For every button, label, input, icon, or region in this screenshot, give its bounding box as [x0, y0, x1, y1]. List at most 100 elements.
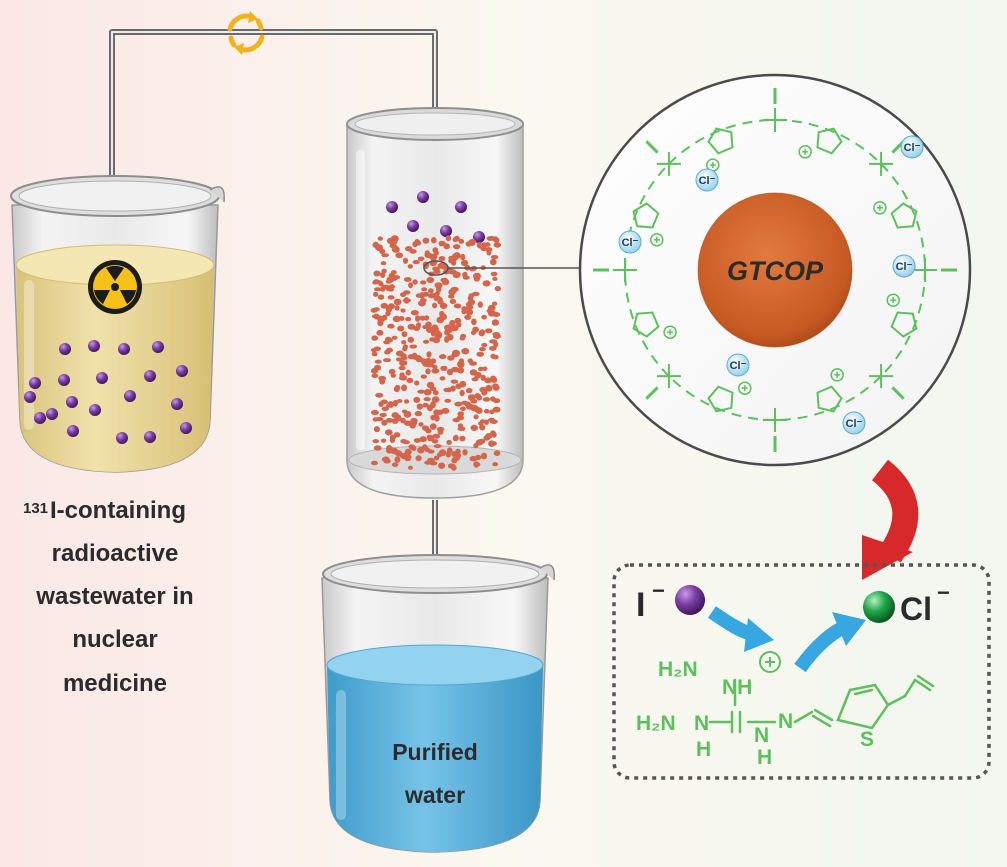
adsorbent-dot: [430, 401, 436, 409]
adsorbent-dot: [401, 340, 407, 345]
adsorbent-dot: [407, 336, 415, 343]
adsorbent-dot: [387, 401, 394, 408]
adsorbent-dot: [394, 456, 401, 463]
adsorbent-dot: [432, 390, 439, 396]
chloride-bubble: Cl⁻: [892, 254, 916, 278]
adsorbent-dot: [439, 354, 447, 360]
mol-h2n-top: H₂N: [658, 658, 698, 681]
iodide-dot: [144, 431, 156, 443]
adsorbent-dot: [447, 355, 455, 361]
adsorbent-dot: [390, 275, 399, 281]
adsorbent-dot: [491, 301, 498, 306]
adsorbent-dot: [410, 417, 418, 424]
adsorbent-dot: [415, 455, 422, 462]
adsorbent-dot: [413, 396, 421, 403]
iodide-ion: [675, 585, 705, 615]
iodide-charge: −: [652, 578, 665, 603]
adsorbent-dot: [461, 306, 468, 311]
adsorbent-dot: [430, 358, 437, 364]
positive-charge-icon: [759, 651, 781, 673]
iodide-dot: [180, 422, 192, 434]
recycle-icon: [227, 11, 265, 55]
source-label-line5: medicine: [63, 670, 167, 697]
thiophene-ring: [707, 385, 734, 413]
adsorbent-dot: [400, 417, 406, 424]
adsorbent-dot: [425, 368, 431, 375]
chloride-bubble-label: Cl⁻: [904, 142, 921, 154]
imine-linker: [774, 375, 882, 422]
adsorbent-dot: [371, 373, 379, 379]
thiophene-ring: [632, 311, 660, 338]
adsorbent-dot: [400, 308, 406, 313]
mol-n-mid: N: [754, 724, 769, 747]
chloride-bubble: Cl⁻: [726, 353, 750, 377]
bond: [891, 386, 905, 400]
adsorbent-dot: [492, 332, 501, 337]
adsorbent-dot: [452, 456, 460, 462]
adsorbent-dot: [407, 264, 413, 269]
adsorbent-dot: [434, 291, 440, 296]
chloride-bubble-label: Cl⁻: [896, 261, 913, 273]
adsorbent-dot: [483, 435, 491, 441]
chloride-bubble-label: Cl⁻: [846, 418, 863, 430]
adsorbent-dot: [427, 293, 436, 299]
adsorbent-dot: [401, 409, 408, 414]
adsorbent-dot: [478, 438, 486, 444]
adsorbent-dot: [373, 270, 381, 277]
iodide-dot: [473, 231, 485, 243]
adsorbent-dot: [462, 449, 468, 456]
iodide-dot: [440, 225, 452, 237]
mol-n-left: N: [694, 712, 709, 735]
adsorbent-dot: [471, 318, 477, 326]
adsorbent-dot: [371, 335, 379, 341]
adsorbent-dot: [489, 339, 498, 344]
adsorbent-dot: [392, 399, 399, 407]
adsorbent-dot: [438, 256, 446, 261]
gtcop-powder: [698, 193, 852, 347]
adsorbent-dot: [492, 354, 499, 360]
adsorbent-dot: [477, 366, 484, 372]
adsorbent-dot: [411, 344, 417, 349]
adsorbent-dot: [457, 411, 465, 417]
adsorbent-dot: [484, 328, 493, 334]
adsorbent-dot: [476, 395, 483, 401]
adsorbent-dot: [423, 397, 431, 402]
adsorbent-dot: [417, 389, 425, 394]
imine-linker: [880, 163, 927, 271]
adsorbent-dot: [472, 326, 479, 333]
adsorbent-dot: [462, 275, 470, 280]
adsorbent-dot: [372, 417, 379, 422]
adsorbent-dot: [429, 423, 437, 430]
adsorbent-dot: [387, 295, 395, 300]
adsorbent-dot: [422, 444, 428, 450]
adsorbent-dot: [376, 329, 384, 336]
adsorbent-dot: [467, 358, 473, 364]
adsorbent-dot: [439, 302, 448, 309]
adsorbent-dot: [422, 237, 430, 244]
adsorbent-dot: [479, 419, 486, 424]
adsorbent-dot: [422, 291, 429, 297]
positive-charge-icon: [738, 381, 752, 395]
adsorbent-dot: [385, 336, 392, 342]
source-label-line4: nuclear: [72, 626, 157, 653]
adsorbent-dot: [381, 419, 388, 426]
adsorbent-dot: [452, 351, 460, 357]
adsorbent-dot: [465, 309, 474, 316]
adsorbent-dot: [402, 298, 411, 303]
purified-beaker: [321, 554, 555, 853]
mechanism-box: [612, 563, 991, 780]
adsorbent-dot: [434, 335, 442, 339]
adsorbent-dot: [370, 409, 379, 416]
adsorbent-dot: [426, 351, 432, 358]
thiophene-ring: [632, 202, 660, 229]
mol-h2n-bottom: H₂N: [636, 712, 676, 735]
adsorbent-dot: [494, 286, 501, 292]
adsorbent-dot: [437, 429, 444, 435]
adsorbent-dot: [473, 461, 479, 468]
adsorbent-dot: [373, 445, 382, 451]
iodide-dot: [66, 396, 78, 408]
adsorbent-dot: [476, 241, 482, 249]
adsorbent-dot: [460, 333, 467, 339]
iodide-particles-column: [386, 191, 485, 243]
